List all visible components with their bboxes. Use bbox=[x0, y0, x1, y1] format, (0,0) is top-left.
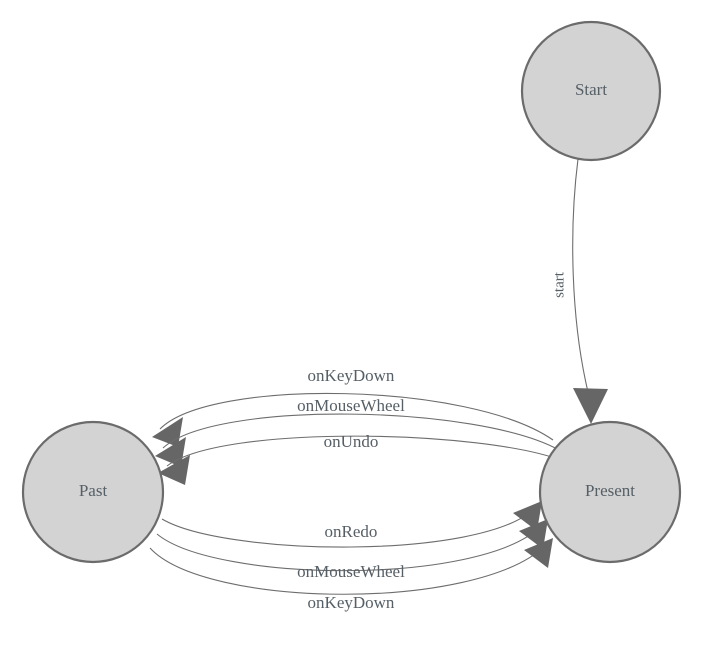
edge-past-present-wheel-arrowhead bbox=[519, 519, 548, 549]
edge-present-past-undo-arrowhead bbox=[158, 455, 190, 485]
node-present-circle bbox=[538, 420, 682, 564]
edge-label-past-present-keydown: onKeyDown bbox=[308, 593, 395, 612]
node-start-circle bbox=[520, 20, 662, 162]
node-past[interactable]: Past bbox=[21, 420, 165, 564]
edge-past-present-keydown-arrowhead bbox=[524, 538, 553, 568]
node-start-label: Start bbox=[575, 80, 607, 99]
node-start[interactable]: Start bbox=[520, 20, 662, 162]
edge-label-past-present-redo: onRedo bbox=[325, 522, 378, 541]
edge-past-present-redo-arrowhead bbox=[513, 501, 542, 531]
node-present[interactable]: Present bbox=[538, 420, 682, 564]
edge-present-past-undo[interactable]: onUndo bbox=[158, 432, 564, 485]
edge-label-past-present-wheel: onMouseWheel bbox=[297, 562, 405, 581]
edge-start-present-path bbox=[572, 158, 589, 393]
edge-past-present-wheel[interactable]: onMouseWheel bbox=[156, 519, 548, 581]
edge-past-present-keydown[interactable]: onKeyDown bbox=[149, 538, 553, 612]
node-present-label: Present bbox=[585, 481, 635, 500]
edge-label-start: start bbox=[551, 271, 567, 298]
edge-past-present-wheel-path bbox=[156, 526, 541, 572]
edge-past-present-redo[interactable]: onRedo bbox=[161, 501, 542, 548]
node-past-circle bbox=[21, 420, 165, 564]
edge-present-past-undo-path bbox=[166, 435, 564, 467]
edge-start-present-arrowhead bbox=[573, 388, 608, 424]
edge-label-present-past-wheel: onMouseWheel bbox=[297, 396, 405, 415]
edge-label-present-past-keydown: onKeyDown bbox=[308, 366, 395, 385]
node-past-label: Past bbox=[79, 481, 108, 500]
edge-start-present[interactable]: start bbox=[551, 158, 608, 424]
edge-past-present-keydown-path bbox=[149, 545, 546, 595]
edge-label-present-past-undo: onUndo bbox=[324, 432, 379, 451]
edge-past-present-redo-path bbox=[161, 508, 535, 548]
edge-present-past-keydown-path bbox=[159, 392, 554, 441]
edge-present-past-wheel-path bbox=[162, 413, 560, 451]
